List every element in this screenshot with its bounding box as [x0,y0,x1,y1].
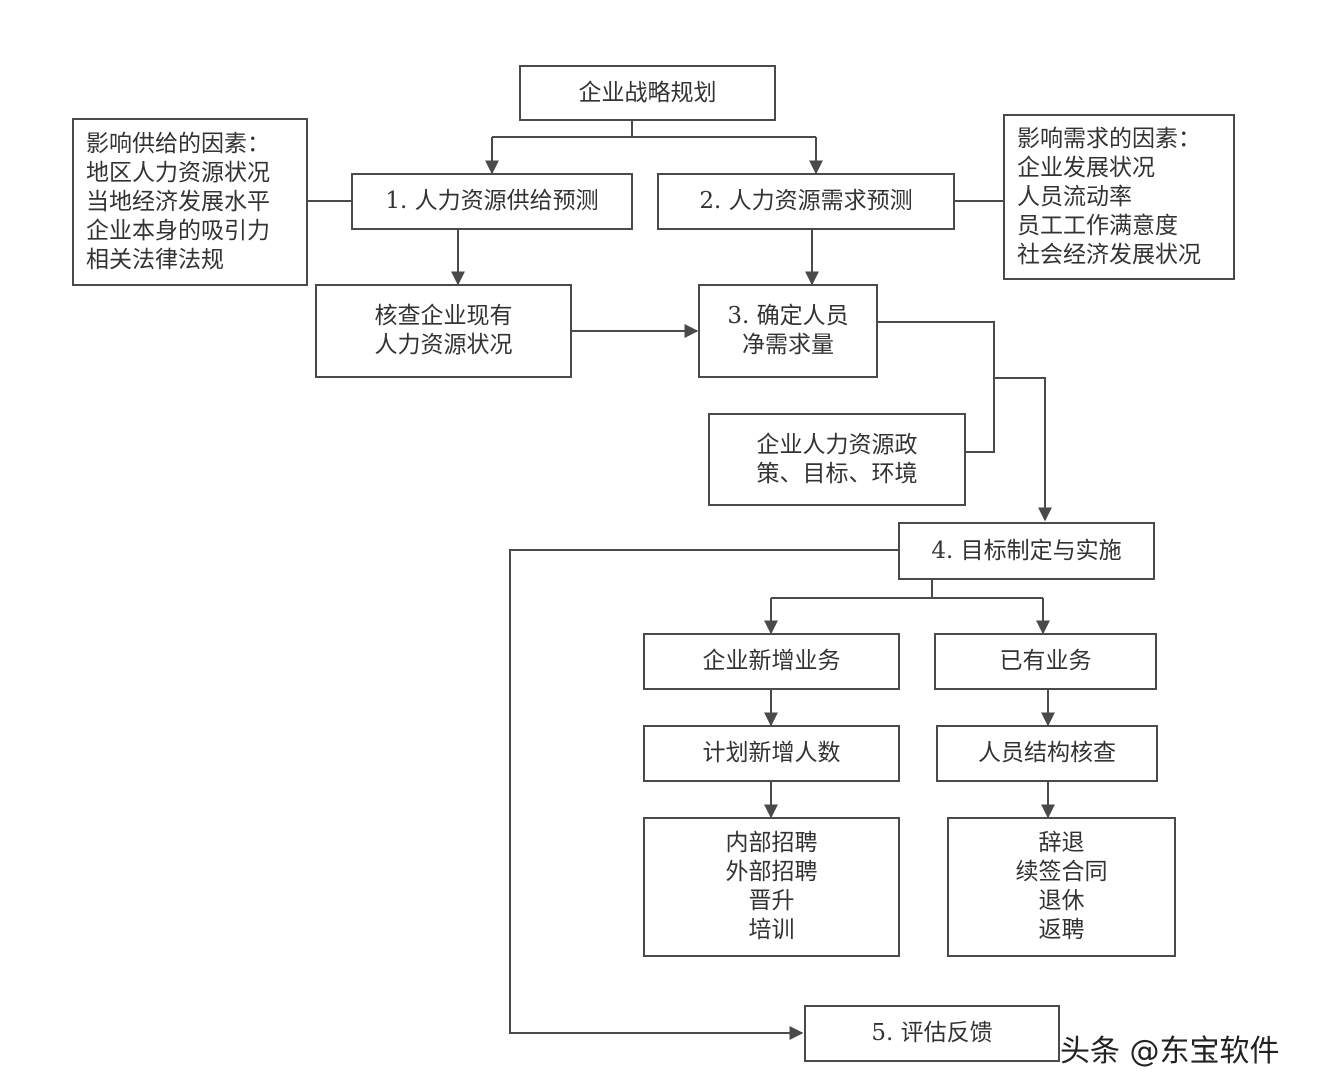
strategy-box: 企业战略规划 [519,65,776,121]
demand-factors-title: 影响需求的因素： [1017,125,1201,152]
supply-factor-item: 地区人力资源状况 [86,159,270,186]
goal-impl-label: 4. 目标制定与实施 [931,537,1122,564]
goal-impl-box: 4. 目标制定与实施 [898,522,1155,580]
supply-forecast-box: 1. 人力资源供给预测 [351,173,633,230]
watermark: 头条 @东宝软件 [1060,1034,1280,1069]
existing-business-box: 已有业务 [934,633,1157,690]
existing-action-item: 续签合同 [1015,859,1108,885]
existing-action-item: 返聘 [1038,917,1085,943]
new-action-item: 外部招聘 [725,859,818,885]
arrow-to-goal [994,377,1052,522]
new-action-item: 培训 [748,917,795,943]
policy-line: 策、目标、环境 [756,460,918,487]
new-business-box: 企业新增业务 [643,633,900,690]
demand-factors-box: 影响需求的因素： 企业发展状况 人员流动率 员工工作满意度 社会经济发展状况 [1003,114,1235,280]
demand-factor-item: 社会经济发展状况 [1017,241,1201,268]
demand-forecast-label: 2. 人力资源需求预测 [699,188,913,214]
policy-box: 企业人力资源政 策、目标、环境 [708,413,966,506]
net-demand-box: 3. 确定人员 净需求量 [698,284,878,378]
supply-forecast-label: 1. 人力资源供给预测 [385,188,599,214]
supply-factor-item: 相关法律法规 [86,246,224,273]
new-action-item: 晋升 [748,888,795,914]
policy-line: 企业人力资源政 [756,431,918,458]
arrow-goal-to-feedback [509,549,898,1040]
supply-factors-title: 影响供给的因素： [86,130,270,157]
demand-factor-item: 企业发展状况 [1017,154,1155,181]
connector-netdemand-right [878,321,995,378]
demand-factor-item: 人员流动率 [1017,183,1132,210]
demand-forecast-box: 2. 人力资源需求预测 [657,173,955,230]
existing-actions-box: 辞退 续签合同 退休 返聘 [947,817,1176,957]
new-actions-box: 内部招聘 外部招聘 晋升 培训 [643,817,900,957]
new-action-item: 内部招聘 [725,830,818,856]
net-demand-line: 净需求量 [742,332,834,358]
strategy-label: 企业战略规划 [578,79,717,106]
check-current-line: 人力资源状况 [374,332,513,358]
connector-policy-right [966,378,995,453]
supply-factor-item: 企业本身的吸引力 [86,217,270,244]
net-demand-line: 3. 确定人员 [727,303,849,329]
new-business-label: 企业新增业务 [702,648,841,674]
plan-new-headcount-box: 计划新增人数 [643,725,900,782]
feedback-box: 5. 评估反馈 [804,1005,1060,1062]
structure-check-box: 人员结构核查 [936,725,1158,782]
plan-new-headcount-label: 计划新增人数 [702,740,841,766]
existing-action-item: 退休 [1038,888,1085,914]
check-current-box: 核查企业现有 人力资源状况 [315,284,572,378]
feedback-label: 5. 评估反馈 [871,1020,993,1046]
supply-factor-item: 当地经济发展水平 [86,188,270,215]
demand-factor-item: 员工工作满意度 [1017,212,1178,239]
existing-action-item: 辞退 [1038,830,1085,856]
existing-business-label: 已有业务 [999,648,1092,674]
supply-factors-box: 影响供给的因素： 地区人力资源状况 当地经济发展水平 企业本身的吸引力 相关法律… [72,118,308,286]
check-current-line: 核查企业现有 [374,303,513,329]
structure-check-label: 人员结构核查 [978,740,1116,766]
